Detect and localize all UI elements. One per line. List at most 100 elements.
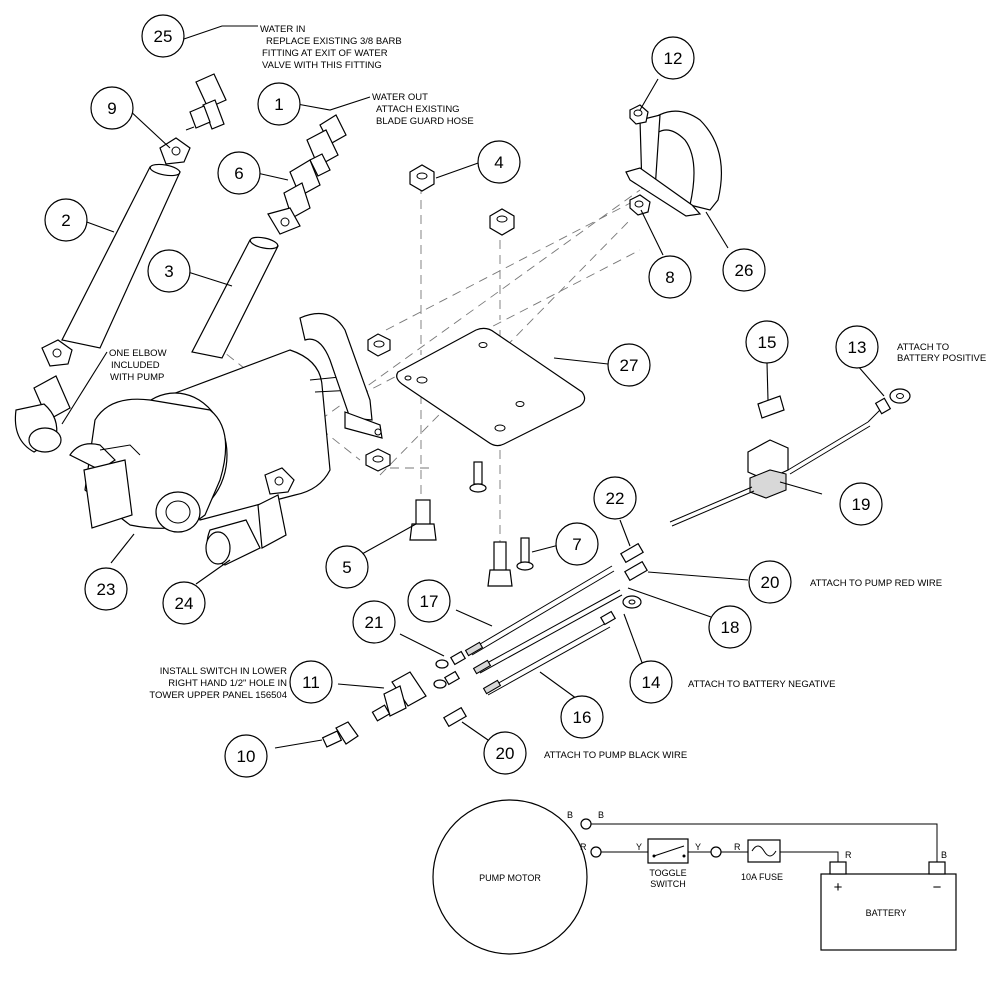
note-elbow: ONE ELBOW INCLUDED WITH PUMP: [109, 348, 167, 383]
fuse-holder-assembly: [669, 395, 881, 527]
clamp-26: [625, 104, 723, 217]
svg-text:5: 5: [342, 558, 351, 577]
svg-text:B: B: [598, 810, 604, 820]
svg-text:Y: Y: [636, 842, 642, 852]
leader-lines: [61, 25, 885, 749]
svg-text:6: 6: [234, 164, 243, 183]
callout-20-black: 20: [483, 731, 527, 775]
callout-25: 25: [141, 14, 185, 58]
elbow-24: [205, 467, 295, 566]
svg-text:TOWER UPPER PANEL 156504: TOWER UPPER PANEL 156504: [149, 690, 287, 701]
barb-fitting-25: [185, 73, 227, 131]
svg-text:20: 20: [761, 573, 780, 592]
svg-text:23: 23: [97, 580, 116, 599]
svg-text:VALVE WITH THIS FITTING: VALVE WITH THIS FITTING: [262, 60, 382, 71]
ring-terminal-13: [874, 388, 911, 415]
mounting-plate-27: [396, 327, 586, 447]
svg-text:22: 22: [606, 489, 625, 508]
svg-text:3: 3: [164, 262, 173, 281]
svg-text:BLADE GUARD HOSE: BLADE GUARD HOSE: [376, 116, 474, 127]
svg-text:10A FUSE: 10A FUSE: [741, 872, 783, 882]
callout-6: 6: [217, 151, 261, 195]
callout-12: 12: [651, 36, 695, 80]
callout-27: 27: [607, 343, 651, 387]
switch-boot-10: [321, 721, 359, 748]
note-switch: INSTALL SWITCH IN LOWER RIGHT HAND 1/2" …: [149, 666, 287, 701]
callout-10: 10: [224, 734, 268, 778]
svg-text:16: 16: [573, 708, 592, 727]
callout-14: 14: [629, 660, 673, 704]
svg-text:WATER OUT: WATER OUT: [372, 92, 428, 103]
svg-text:13: 13: [848, 338, 867, 357]
battery-symbol: [820, 873, 957, 951]
callout-22: 22: [593, 476, 637, 520]
svg-text:1: 1: [274, 95, 283, 114]
svg-text:BATTERY POSITIVE: BATTERY POSITIVE: [897, 353, 986, 364]
hose-2: [61, 163, 181, 349]
callout-2: 2: [44, 198, 88, 242]
svg-text:+: +: [834, 879, 843, 896]
svg-text:Y: Y: [695, 842, 701, 852]
svg-text:BATTERY: BATTERY: [866, 908, 907, 918]
callout-24: 24: [162, 581, 206, 625]
svg-text:18: 18: [721, 618, 740, 637]
svg-text:FITTING AT EXIT OF WATER: FITTING AT EXIT OF WATER: [262, 48, 388, 59]
fitting-6: [267, 159, 321, 235]
callout-15: 15: [745, 320, 789, 364]
nut-9: [159, 137, 191, 165]
svg-text:8: 8: [665, 268, 674, 287]
pump-clamp: [299, 312, 383, 439]
svg-text:R: R: [845, 850, 852, 860]
left-elbow-assembly: [14, 339, 73, 453]
svg-text:INCLUDED: INCLUDED: [111, 360, 160, 371]
wire-harness: [433, 542, 648, 728]
svg-text:10: 10: [237, 747, 256, 766]
callout-19: 19: [839, 482, 883, 526]
lock-nuts: [365, 164, 515, 472]
note-battery-negative: ATTACH TO BATTERY NEGATIVE: [688, 679, 835, 690]
svg-text:21: 21: [365, 613, 384, 632]
svg-text:ONE ELBOW: ONE ELBOW: [109, 348, 167, 359]
svg-text:ATTACH TO: ATTACH TO: [897, 342, 949, 353]
svg-text:WITH PUMP: WITH PUMP: [110, 372, 164, 383]
svg-text:RIGHT HAND 1/2" HOLE IN: RIGHT HAND 1/2" HOLE IN: [168, 678, 287, 689]
pump-motor-symbol: [432, 799, 588, 955]
svg-text:R: R: [580, 842, 587, 852]
barb-fitting-1: [306, 114, 347, 177]
callout-8: 8: [648, 255, 692, 299]
callout-5: 5: [325, 545, 369, 589]
toggle-switch-11: [371, 671, 427, 722]
note-water-in: WATER IN REPLACE EXISTING 3/8 BARB FITTI…: [260, 24, 402, 71]
svg-text:2: 2: [61, 211, 70, 230]
note-pump-red: ATTACH TO PUMP RED WIRE: [810, 578, 942, 589]
callout-23: 23: [84, 567, 128, 611]
svg-text:27: 27: [620, 356, 639, 375]
callout-11: 11: [289, 660, 333, 704]
svg-text:15: 15: [758, 333, 777, 352]
callout-18: 18: [708, 605, 752, 649]
svg-text:12: 12: [664, 49, 683, 68]
svg-text:R: R: [734, 842, 741, 852]
svg-text:24: 24: [175, 594, 194, 613]
wiring-schematic: PUMP MOTOR TOGGLE SWITCH 10A FUSE + − BA…: [432, 799, 957, 955]
svg-text:−: −: [933, 879, 942, 896]
callout-13: 13: [835, 325, 879, 369]
svg-text:19: 19: [852, 495, 871, 514]
callout-4: 4: [477, 140, 521, 184]
bolts: [409, 461, 534, 587]
svg-text:SWITCH: SWITCH: [650, 879, 686, 889]
svg-text:REPLACE EXISTING 3/8 BARB: REPLACE EXISTING 3/8 BARB: [266, 36, 402, 47]
note-water-out: WATER OUT ATTACH EXISTING BLADE GUARD HO…: [372, 92, 474, 127]
hose-3: [191, 236, 279, 359]
svg-text:9: 9: [107, 99, 116, 118]
callout-21: 21: [352, 600, 396, 644]
svg-text:B: B: [941, 850, 947, 860]
note-battery-positive: ATTACH TO BATTERY POSITIVE: [897, 342, 986, 364]
callout-26: 26: [722, 248, 766, 292]
callout-17: 17: [407, 579, 451, 623]
svg-text:26: 26: [735, 261, 754, 280]
svg-text:17: 17: [420, 592, 439, 611]
callout-9: 9: [90, 86, 134, 130]
